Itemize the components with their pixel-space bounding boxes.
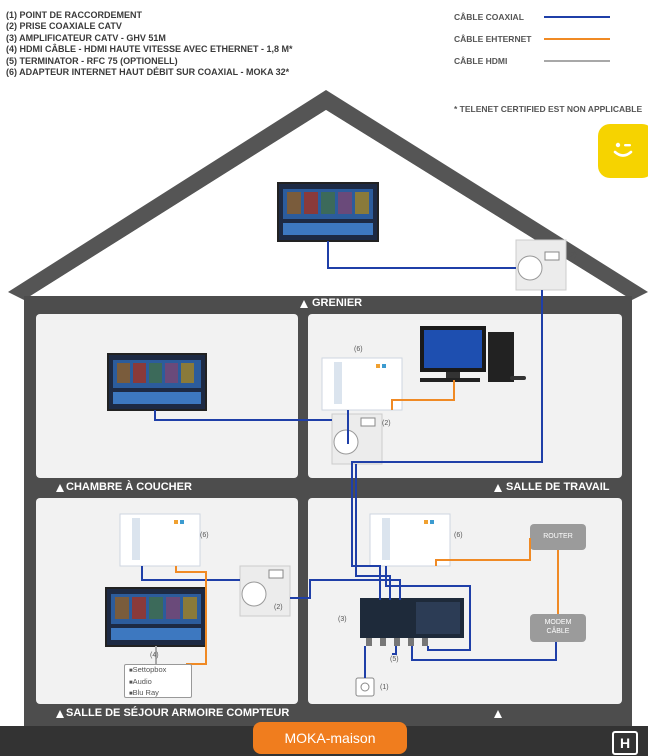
router-label: ROUTER <box>543 533 573 540</box>
h-logo-icon: H <box>612 731 638 755</box>
tv-attic <box>277 182 379 242</box>
telenet-smiley-icon <box>598 124 648 178</box>
cable-legend-label: CÂBLE HDMI <box>454 56 508 66</box>
room-label-chambre: CHAMBRE À COUCHER <box>66 481 192 493</box>
ethernet-swatch <box>544 38 610 40</box>
cable-legend-ethernet: CÂBLE EHTERNET <box>454 34 610 56</box>
arrow-sejour-icon <box>56 710 64 718</box>
socket-attic <box>515 239 567 291</box>
settopbox-panel: Settopbox Audio Blu Ray <box>124 664 192 698</box>
moka-adapter-compteur <box>369 513 451 567</box>
socket-travail <box>331 413 383 465</box>
certification-note: * TELENET CERTIFIED EST NON APPLICABLE <box>454 104 643 114</box>
cable-legend-label: CÂBLE COAXIAL <box>454 12 524 22</box>
label-terminator: (5) <box>390 656 399 663</box>
room-label-grenier: GRENIER <box>312 297 363 309</box>
tv-sejour <box>105 587 207 647</box>
modem-label-line2: CÂBLE <box>546 628 570 635</box>
label-moka-compteur: (6) <box>454 532 463 539</box>
tv-chambre <box>107 353 207 411</box>
room-label-sejour: SALLE DE SÉJOUR ARMOIRE COMPTEUR <box>66 707 290 719</box>
cable-legend-coax: CÂBLE COAXIAL <box>454 12 610 34</box>
numbered-legend: (1) POINT DE RACCORDEMENT (2) PRISE COAX… <box>6 10 293 78</box>
label-socket-travail: (2) <box>382 420 391 427</box>
hdmi-swatch <box>544 60 610 62</box>
socket-sejour <box>239 565 291 617</box>
moka-adapter-sejour <box>119 513 201 567</box>
legend-item: (6) ADAPTEUR INTERNET HAUT DÉBIT SUR COA… <box>6 67 290 78</box>
label-moka-travail: (6) <box>354 346 363 353</box>
legend-item: (3) AMPLIFICATEUR CATV - GHV 51M <box>6 32 166 43</box>
legend-item: (2) PRISE COAXIALE CATV <box>6 21 122 32</box>
label-moka-sejour: (6) <box>200 532 209 539</box>
connection-point-jack <box>360 682 370 692</box>
legend-item: (4) HDMI CÂBLE - HDMI HAUTE VITESSE AVEC… <box>6 44 293 55</box>
cable-legend-hdmi: CÂBLE HDMI <box>454 56 610 78</box>
ethernet-cables <box>175 380 559 665</box>
label-connection-point: (1) <box>380 684 389 691</box>
room-label-travail: SALLE DE TRAVAIL <box>506 481 610 493</box>
coax-cables <box>141 241 557 678</box>
cable-legend: CÂBLE COAXIAL CÂBLE EHTERNET CÂBLE HDMI <box>454 12 610 78</box>
computer <box>420 326 526 382</box>
label-hdmi: (4) <box>150 652 159 659</box>
catv-amplifier <box>360 598 464 646</box>
legend-item: (5) TERMINATOR - RFC 75 (OPTIONELL) <box>6 55 178 66</box>
footer-title-button[interactable]: MOKA-maison <box>253 722 407 754</box>
moka-adapter-travail <box>321 357 403 411</box>
cable-legend-label: CÂBLE EHTERNET <box>454 34 532 44</box>
coax-swatch <box>544 16 610 18</box>
arrow-travail-icon <box>494 484 502 492</box>
arrow-compteur-icon <box>494 710 502 718</box>
settop-item: Settopbox <box>129 665 191 677</box>
legend-item: (1) POINT DE RACCORDEMENT <box>6 10 143 20</box>
arrow-grenier-icon <box>300 300 308 308</box>
settop-item: Audio <box>129 677 191 689</box>
router-box <box>530 524 586 550</box>
label-amplifier: (3) <box>338 616 347 623</box>
modem-label: MODEM CÂBLE <box>530 618 586 636</box>
connection-point <box>355 677 375 697</box>
label-socket-attic: (2) <box>568 252 577 259</box>
label-socket-sejour: (2) <box>274 604 283 611</box>
arrow-chambre-icon <box>56 484 64 492</box>
settop-item: Blu Ray <box>129 688 191 700</box>
room-travail <box>308 314 622 478</box>
modem-box <box>530 614 586 642</box>
modem-label-line1: MODEM <box>544 619 572 626</box>
